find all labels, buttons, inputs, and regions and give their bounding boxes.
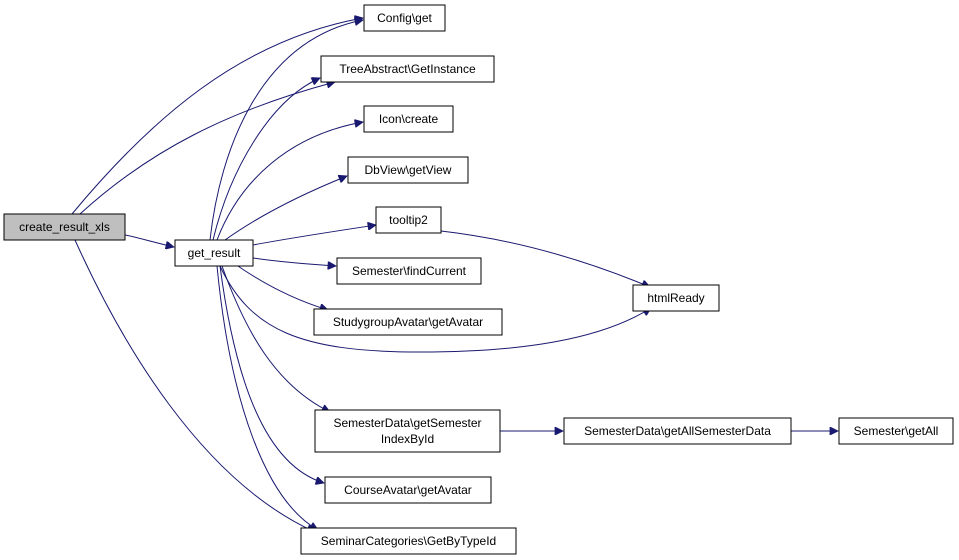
node-label: Config\get: [377, 11, 432, 25]
node-create-result-xls[interactable]: create_result_xls: [3, 213, 126, 241]
edge-create-result-xls-to-get-result: [124, 234, 174, 247]
node-box: [336, 257, 482, 285]
edge-get-result-to-html-ready: [219, 265, 651, 353]
node-config-get[interactable]: Config\get: [363, 4, 446, 32]
node-label: Semester\findCurrent: [352, 264, 467, 278]
edge-tooltip2-to-html-ready: [440, 230, 650, 287]
edge-get-result-to-studygroup-get-avatar: [234, 263, 328, 310]
node-label: create_result_xls: [19, 220, 110, 234]
node-get-result[interactable]: get_result: [174, 239, 254, 267]
node-label: DbView\getView: [365, 163, 452, 177]
node-courseavatar-get-avatar[interactable]: CourseAvatar\getAvatar: [324, 476, 492, 504]
edge-get-result-to-icon-create: [216, 122, 363, 241]
edge-get-result-to-tree-get-instance: [212, 78, 320, 241]
edge-create-result-xls-to-seminar-categories: [74, 239, 315, 532]
edge-get-result-to-seminar-categories: [216, 265, 318, 530]
node-semester-find-current[interactable]: Semester\findCurrent: [336, 257, 482, 285]
node-label: tooltip2: [389, 213, 428, 227]
node-box: [313, 308, 503, 336]
node-label: Semester\getAll: [854, 424, 939, 438]
edges: [71, 18, 838, 532]
edge-get-result-to-dbview-get-view: [224, 176, 347, 241]
edge-get-result-to-tooltip2: [252, 225, 376, 246]
edge-get-result-to-semesterdata-get-semester-index: [221, 265, 330, 412]
node-tree-get-instance[interactable]: TreeAbstract\GetInstance: [320, 55, 495, 83]
edge-get-result-to-semester-find-current: [252, 257, 336, 266]
node-box: [324, 476, 492, 504]
node-label: htmlReady: [647, 291, 704, 305]
node-box: [347, 156, 469, 184]
node-label-line-2: IndexById: [381, 432, 434, 446]
node-semesterdata-get-semester-index[interactable]: SemesterData\getSemester IndexById: [314, 409, 501, 453]
node-icon-create[interactable]: Icon\create: [363, 105, 454, 133]
node-box: [320, 55, 495, 83]
node-label-line-1: SemesterData\getSemester: [333, 416, 481, 430]
node-label: get_result: [188, 246, 241, 260]
edge-create-result-xls-to-config-get: [71, 18, 363, 215]
node-label: SeminarCategories\GetByTypeId: [321, 534, 496, 548]
node-label: Icon\create: [379, 112, 439, 126]
node-box: [632, 284, 720, 312]
node-dbview-get-view[interactable]: DbView\getView: [347, 156, 469, 184]
node-box: [363, 105, 454, 133]
node-semesterdata-get-all[interactable]: SemesterData\getAllSemesterData: [563, 417, 792, 445]
edge-get-result-to-config-get: [209, 20, 363, 241]
edge-create-result-xls-to-tree-get-instance: [79, 82, 335, 215]
node-box: [3, 213, 126, 241]
node-seminar-categories-get-by-type[interactable]: SeminarCategories\GetByTypeId: [300, 527, 517, 555]
node-box: [300, 527, 517, 555]
node-box: [363, 4, 446, 32]
edge-get-result-to-courseavatar-get-avatar: [219, 265, 324, 483]
node-label: TreeAbstract\GetInstance: [339, 62, 476, 76]
node-label: CourseAvatar\getAvatar: [344, 483, 472, 497]
node-html-ready[interactable]: htmlReady: [632, 284, 720, 312]
node-box: [174, 239, 254, 267]
node-semester-get-all[interactable]: Semester\getAll: [838, 417, 954, 445]
node-box: [314, 409, 501, 453]
node-label: StudygroupAvatar\getAvatar: [333, 315, 483, 329]
node-tooltip2[interactable]: tooltip2: [375, 206, 442, 234]
node-box: [838, 417, 954, 445]
node-box: [563, 417, 792, 445]
node-box: [375, 206, 442, 234]
node-label: SemesterData\getAllSemesterData: [584, 424, 771, 438]
node-studygroup-get-avatar[interactable]: StudygroupAvatar\getAvatar: [313, 308, 503, 336]
